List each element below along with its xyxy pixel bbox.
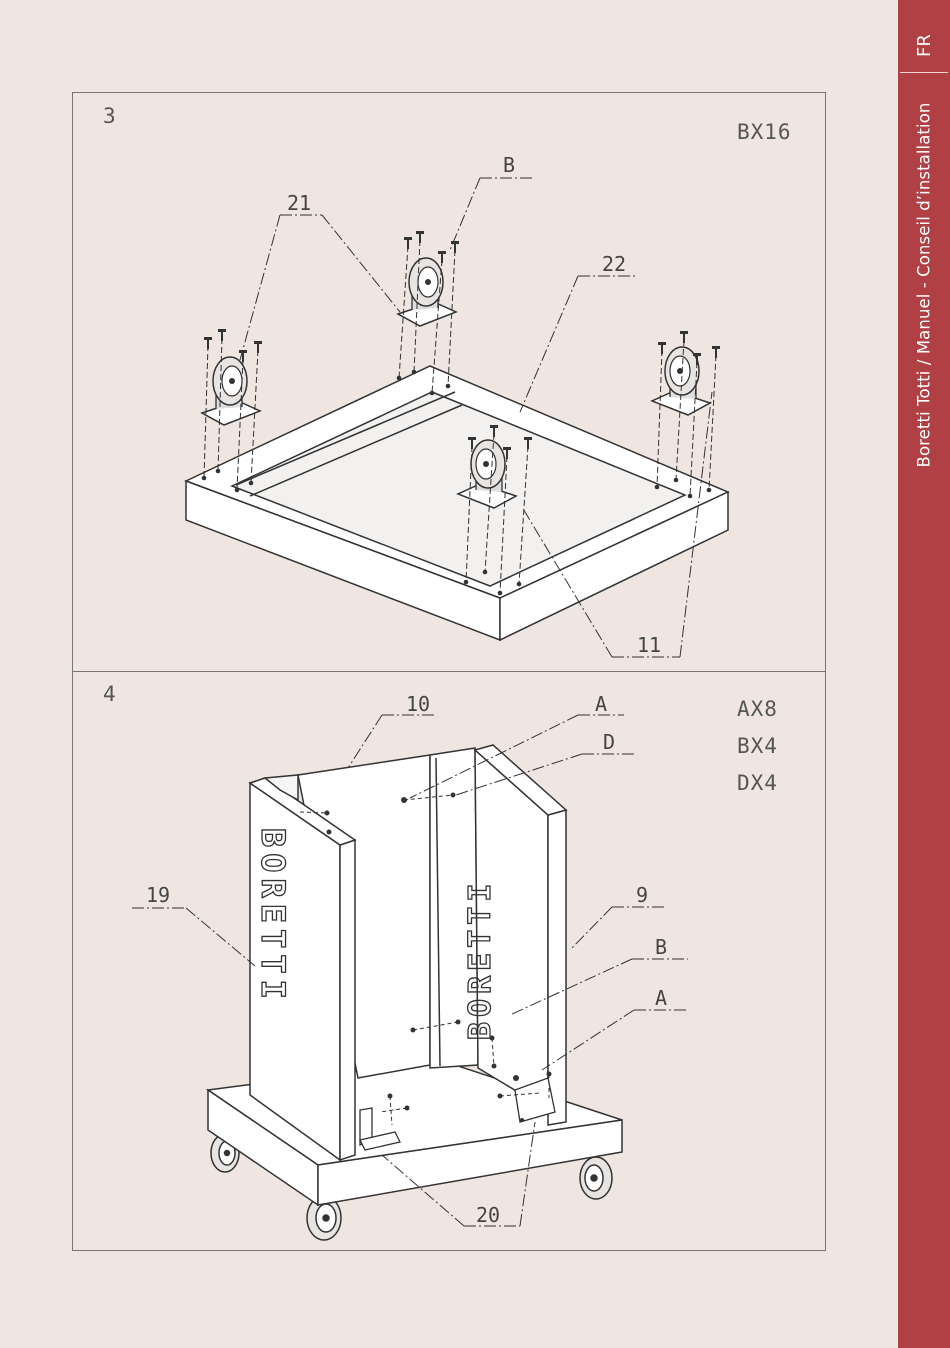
caster-front-left [202,357,260,425]
callout-b-step3: B [503,153,515,177]
document-title: Boretti Totti / Manuel - Conseil d’insta… [915,103,934,468]
callout-11: 11 [637,633,661,657]
callout-b-step4: B [655,935,667,959]
callout-19: 19 [146,883,170,907]
right-panel-lettering: BORETTI [463,879,498,1040]
callout-d: D [603,730,615,754]
callout-9: 9 [636,883,648,907]
callout-22: 22 [602,252,626,276]
language-label: FR [898,28,950,62]
callout-a-bottom: A [655,986,667,1010]
assembly-drawings: B 21 22 11 BORETTI BORETTI [0,0,898,1348]
sidebar-divider [900,72,948,73]
callout-10: 10 [406,692,430,716]
callout-a-top: A [595,692,607,716]
callout-21: 21 [287,191,311,215]
base-frame [186,366,728,640]
callout-20: 20 [476,1203,500,1227]
left-panel-lettering: BORETTI [254,828,292,1005]
